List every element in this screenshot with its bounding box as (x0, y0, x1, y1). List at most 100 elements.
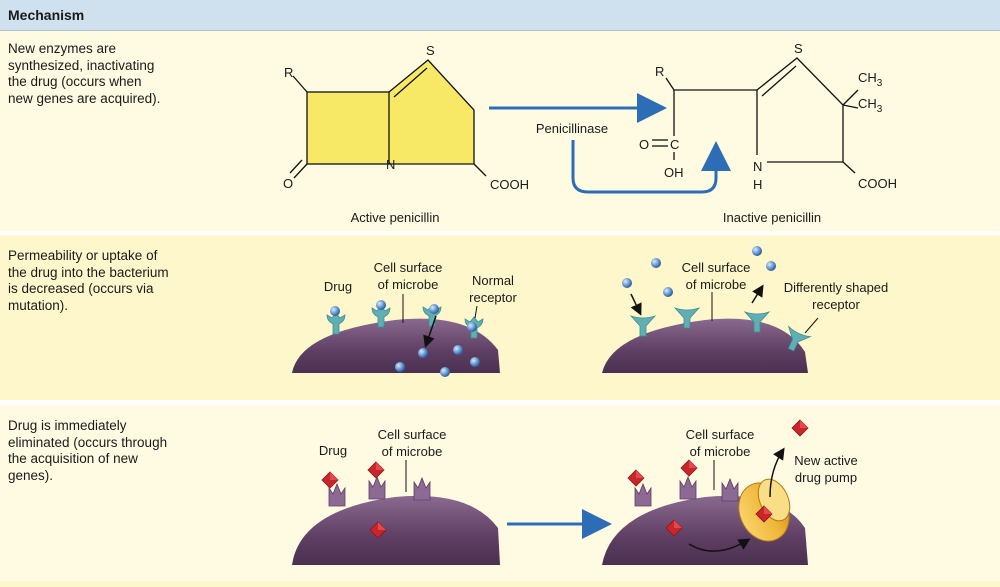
row3-line: eliminated (occurs through (8, 434, 168, 450)
drug-ball (330, 306, 340, 316)
row2-line: the drug into the bacterium (8, 264, 169, 280)
drug-ball (752, 246, 762, 256)
drug-molecule (627, 469, 645, 487)
drug-ball (429, 304, 439, 314)
row1-line: new genes are acquired). (8, 90, 161, 106)
ch-sub-2: 3 (877, 104, 883, 115)
receptor-site-1 (328, 483, 346, 507)
cell-surface-label-2-line2: of microbe (686, 277, 747, 292)
efflux-right-panel: Cell surface of microbe New active drug … (602, 419, 858, 565)
carbonyl-o-label: O (639, 137, 649, 152)
methyl-label-2: CH3 (858, 96, 883, 115)
drug-ball (651, 258, 661, 268)
nitrogen-label: N (386, 157, 395, 172)
diff-receptor-leader (804, 317, 819, 334)
perm-right-panel: Cell surface of microbe Differently shap… (602, 246, 888, 373)
drug-ball (376, 300, 386, 310)
normal-receptor-1 (326, 312, 346, 335)
ch-2: CH (858, 96, 877, 111)
row1-line: New enzymes are (8, 41, 117, 56)
drug-ball (440, 367, 450, 377)
drug-label-3: Drug (319, 443, 347, 458)
cell-surface-label-line2: of microbe (378, 277, 439, 292)
row2-line: Permeability or uptake of (8, 248, 158, 263)
nitrogen-label-2: N (753, 159, 762, 174)
pump-efflux-arrow (769, 447, 785, 498)
row2-description: Permeability or uptake of the drug into … (8, 248, 198, 314)
receptor-site-2 (368, 476, 386, 500)
row3-description: Drug is immediately eliminated (occurs t… (8, 418, 198, 484)
cell-surface-label-4-line2: of microbe (690, 444, 751, 459)
receptor-site-5 (679, 476, 697, 500)
hydroxyl-label: OH (664, 165, 684, 180)
row1-line: synthesized, inactivating (8, 57, 155, 73)
row1-line: the drug (occurs when (8, 74, 142, 89)
cooh-label-2: COOH (858, 176, 897, 191)
rejected-drug-arrow (751, 284, 764, 304)
ch-sub-1: 3 (877, 78, 883, 89)
perm-left-panel: Drug Cell surface of microbe Normal rece… (292, 260, 518, 377)
receptor-site-4 (634, 483, 652, 507)
hydrogen-label: H (753, 177, 762, 192)
drug-ball (395, 362, 405, 372)
carbon-label: C (670, 137, 679, 152)
active-penicillin-label: Active penicillin (351, 210, 440, 225)
drug-ball (418, 348, 428, 358)
return-arrow (571, 140, 731, 194)
drug-pump (738, 478, 791, 542)
cell-microbe-left-3 (292, 495, 500, 565)
drug-molecule (680, 459, 698, 477)
row-efflux (0, 405, 1000, 581)
row3-line: the acquisition of new (8, 451, 138, 466)
sulfur-label: S (426, 43, 435, 58)
header-title: Mechanism (8, 7, 85, 23)
drug-ball (622, 278, 632, 288)
penicillinase-arrows: Penicillinase (489, 93, 731, 194)
drug-molecule (367, 461, 385, 479)
bottom-strip (0, 581, 1000, 587)
row3-line: genes). (8, 467, 54, 483)
cell-surface-label-4-line1: Cell surface (686, 427, 755, 442)
uptake-arrow (423, 315, 437, 348)
cell-surface-label-2-line1: Cell surface (682, 260, 751, 275)
cell-surface-label-3-line2: of microbe (382, 444, 443, 459)
receptor-site-3 (413, 477, 431, 501)
cell-surface-label-line1: Cell surface (374, 260, 443, 275)
cell-microbe-right (602, 318, 808, 373)
beta-lactam-ring-fill (307, 92, 389, 164)
inactive-penicillin-label: Inactive penicillin (723, 210, 821, 225)
r-group-label: R (284, 65, 293, 80)
cell-microbe-left (292, 318, 500, 373)
row3-line: Drug is immediately (8, 418, 127, 433)
row1-description: New enzymes are synthesized, inactivatin… (8, 41, 198, 107)
active-penicillin-structure: R S O N COOH Active penicillin (283, 43, 529, 225)
cell-surface-label-3-line1: Cell surface (378, 427, 447, 442)
drug-ball (766, 261, 776, 271)
drug-ball (467, 322, 477, 332)
drug-ball (663, 287, 673, 297)
diff-receptor-label-line2: receptor (812, 297, 860, 312)
normal-receptor-label-line1: Normal (472, 273, 514, 288)
drug-ball (470, 357, 480, 367)
pump-influx-arrow (688, 538, 751, 552)
oxygen-label: O (283, 176, 293, 191)
blocked-uptake-arrow (630, 293, 642, 316)
pump-label-line1: New active (794, 453, 858, 468)
header-bar: Mechanism (0, 0, 1000, 31)
methyl-label-1: CH3 (858, 70, 883, 89)
sulfur-label-2: S (794, 41, 803, 56)
thiazolidine-ring-fill (389, 60, 474, 164)
diff-receptor-label-line1: Differently shaped (784, 280, 889, 295)
row2-line: mutation). (8, 297, 69, 313)
normal-receptor-label-line2: receptor (469, 290, 517, 305)
drug-molecule (321, 471, 339, 489)
row2-line: is decreased (occurs via (8, 281, 154, 296)
drug-label: Drug (324, 279, 352, 294)
drug-ball (453, 345, 463, 355)
receptor-site-6 (721, 478, 739, 502)
receptor-leader (474, 305, 478, 319)
ch-1: CH (858, 70, 877, 85)
pump-label-line2: drug pump (795, 470, 857, 485)
